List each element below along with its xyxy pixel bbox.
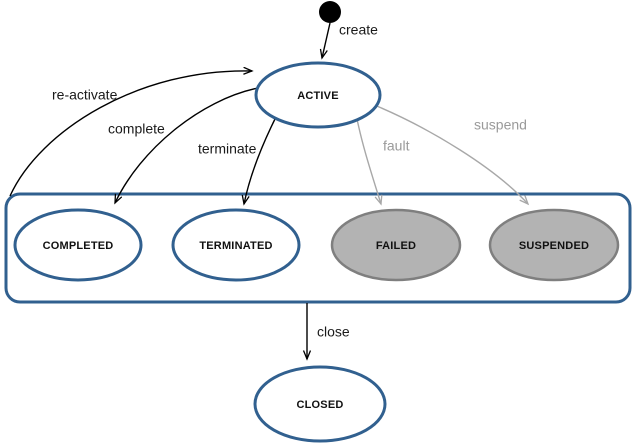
state-ellipse-completed: [13, 208, 143, 282]
transition-label-complete: complete: [108, 121, 165, 137]
state-ellipse-terminated: [171, 208, 301, 282]
state-ellipse-active: [254, 61, 382, 129]
transition-create-edge: [322, 22, 331, 58]
transition-complete-edge: [115, 87, 259, 203]
state-label-terminated: TERMINATED: [199, 240, 272, 252]
state-label-completed: COMPLETED: [43, 240, 114, 252]
state-label-suspended: SUSPENDED: [519, 240, 589, 252]
state-label-active: ACTIVE: [297, 90, 339, 102]
transition-label-create: create: [339, 22, 378, 38]
state-node-failed[interactable]: FAILED: [330, 208, 462, 282]
state-ellipse-suspended: [488, 208, 620, 282]
state-node-completed[interactable]: COMPLETED: [13, 208, 143, 282]
state-label-closed: CLOSED: [296, 399, 343, 411]
transition-re-activate-edge: [9, 71, 252, 197]
initial-state-node: [319, 1, 341, 23]
transition-label-re-activate: re-activate: [52, 87, 118, 103]
state-ellipse-failed: [330, 208, 462, 282]
terminal-states-container: [4, 192, 632, 304]
state-node-suspended[interactable]: SUSPENDED: [488, 208, 620, 282]
transition-suspend-edge: [371, 103, 528, 204]
state-node-closed[interactable]: CLOSED: [253, 365, 387, 443]
state-node-active[interactable]: ACTIVE: [254, 61, 382, 129]
transition-label-terminate: terminate: [198, 141, 257, 157]
state-ellipse-closed: [253, 365, 387, 443]
transition-label-suspend: suspend: [474, 117, 527, 133]
state-node-terminated[interactable]: TERMINATED: [171, 208, 301, 282]
transition-label-close: close: [317, 324, 350, 340]
transition-terminate-edge: [244, 116, 277, 204]
transition-label-fault: fault: [383, 138, 410, 154]
transition-fault-edge: [355, 113, 381, 204]
state-label-failed: FAILED: [376, 240, 416, 252]
